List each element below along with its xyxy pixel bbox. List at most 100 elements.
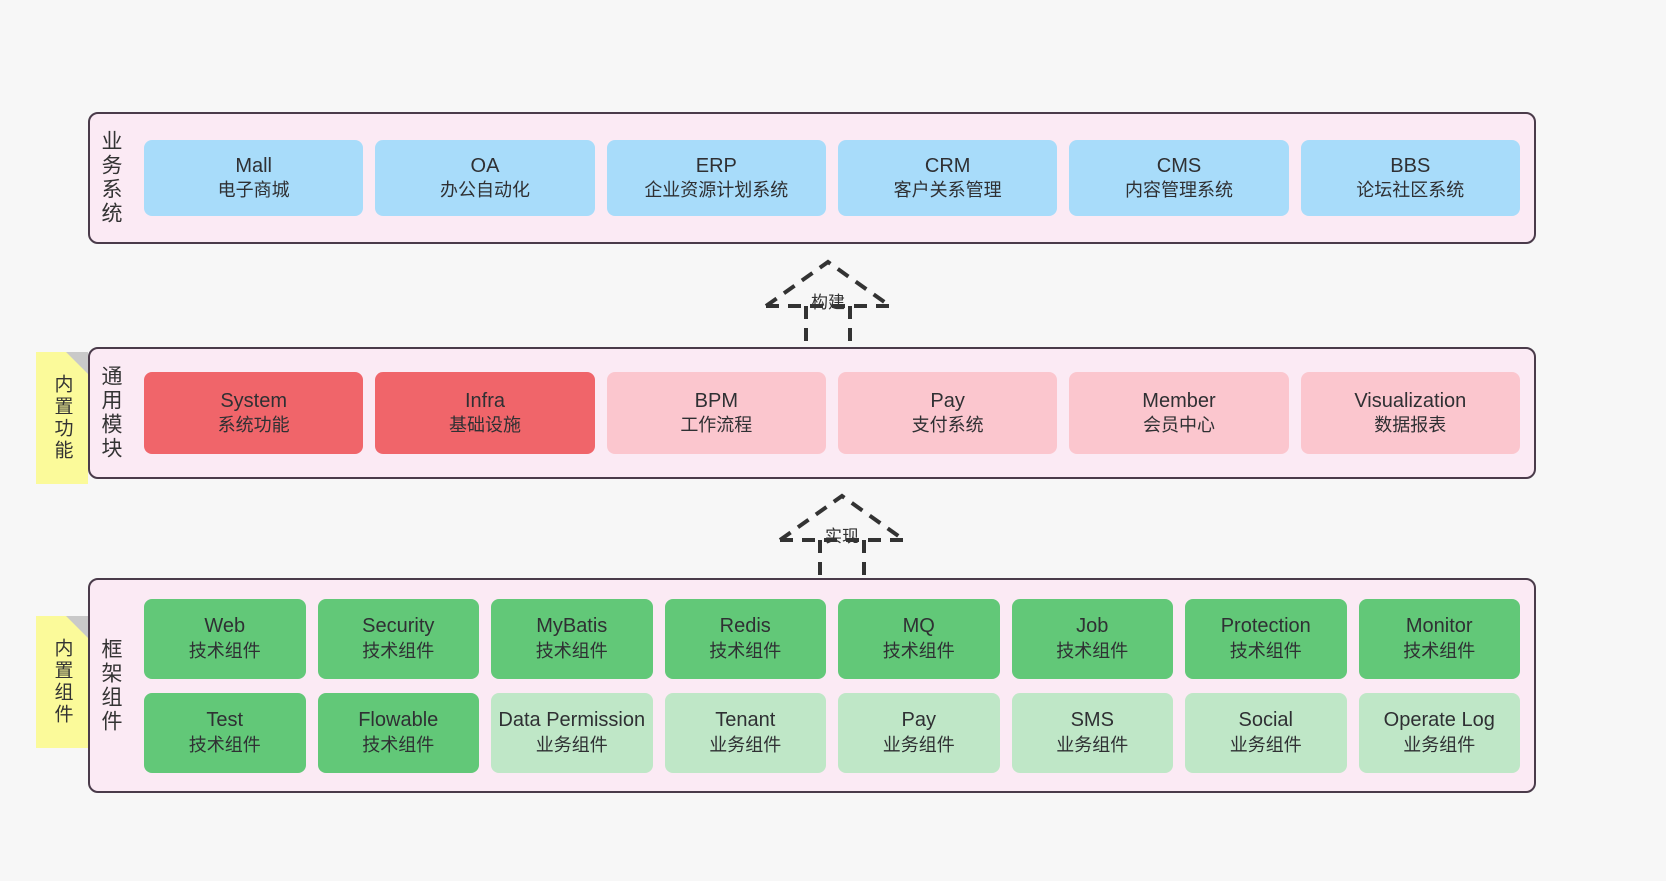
card-title: OA xyxy=(470,154,500,177)
card-subtitle: 技术组件 xyxy=(535,640,608,661)
card-title: Mall xyxy=(235,154,272,177)
card-title: Monitor xyxy=(1405,615,1473,638)
card-visualization[interactable]: Visualization 数据报表 xyxy=(1300,372,1520,454)
card-subtitle: 客户关系管理 xyxy=(893,180,1002,201)
card-member[interactable]: Member 会员中心 xyxy=(1069,372,1289,454)
card-subtitle: 技术组件 xyxy=(709,640,782,661)
connector-implement-label: 实现 xyxy=(825,527,859,546)
card-subtitle: 数据报表 xyxy=(1374,415,1447,436)
card-subtitle: 业务组件 xyxy=(709,734,782,755)
card-subtitle: 技术组件 xyxy=(362,640,435,661)
sticky-note-builtin-component-label: 内置组件 xyxy=(51,638,73,726)
card-subtitle: 技术组件 xyxy=(1229,640,1302,661)
card-title: Flowable xyxy=(358,709,439,732)
card-subtitle: 论坛社区系统 xyxy=(1356,180,1465,201)
card-title: MQ xyxy=(902,615,935,638)
card-system[interactable]: System 系统功能 xyxy=(144,372,364,454)
card-subtitle: 企业资源计划系统 xyxy=(644,180,789,201)
card-subtitle: 支付系统 xyxy=(911,415,984,436)
card-subtitle: 会员中心 xyxy=(1142,415,1215,436)
card-title: Visualization xyxy=(1354,389,1467,412)
sticky-note-builtin-function: 内置功能 xyxy=(36,352,88,484)
card-oa[interactable]: OA 办公自动化 xyxy=(375,140,595,216)
card-crm[interactable]: CRM 客户关系管理 xyxy=(837,140,1058,216)
connector-implement-shape xyxy=(778,493,906,582)
card-title: Member xyxy=(1142,389,1216,412)
card-title: BPM xyxy=(694,389,738,412)
card-subtitle: 系统功能 xyxy=(217,415,290,436)
card-title: ERP xyxy=(695,154,737,177)
card-infra[interactable]: Infra 基础设施 xyxy=(375,372,595,454)
card-subtitle: 电子商城 xyxy=(217,180,290,201)
sticky-note-builtin-function-label: 内置功能 xyxy=(51,374,73,462)
card-subtitle: 技术组件 xyxy=(882,640,955,661)
card-title: CRM xyxy=(924,154,971,177)
card-subtitle: 业务组件 xyxy=(1229,734,1302,755)
card-title: Job xyxy=(1076,615,1109,638)
card-title: MyBatis xyxy=(536,615,608,638)
card-title: Redis xyxy=(719,615,771,638)
card-title: SMS xyxy=(1070,709,1114,732)
card-bbs[interactable]: BBS 论坛社区系统 xyxy=(1300,140,1520,216)
card-title: Social xyxy=(1238,709,1293,732)
card-subtitle: 技术组件 xyxy=(188,734,261,755)
card-erp[interactable]: ERP 企业资源计划系统 xyxy=(606,140,826,216)
connector-implement: 实现 xyxy=(772,492,912,582)
card-subtitle: 基础设施 xyxy=(448,415,521,436)
connector-build-label: 构建 xyxy=(811,293,845,312)
card-subtitle: 业务组件 xyxy=(535,734,608,755)
layer-business-systems: 业务系统 Mall 电子商城 OA 办公自动化 ERP 企业资源计划系统 CRM 客户关系管理… xyxy=(88,112,1536,244)
card-title: Tenant xyxy=(715,709,776,732)
card-title: Operate Log xyxy=(1383,709,1495,732)
card-title: Infra xyxy=(464,389,505,412)
card-subtitle: 业务组件 xyxy=(1403,734,1476,755)
sticky-note-builtin-component: 内置组件 xyxy=(36,616,88,748)
card-title: CMS xyxy=(1156,154,1202,177)
card-title: Security xyxy=(362,615,435,638)
card-subtitle: 业务组件 xyxy=(882,734,955,755)
connector-build-shape xyxy=(764,259,892,348)
layer-common-modules-title: 通用模块 xyxy=(99,365,122,461)
layer-business-systems-title: 业务系统 xyxy=(99,130,122,226)
note-fold-corner-icon xyxy=(66,352,88,374)
card-title: System xyxy=(220,389,287,412)
note-fold-corner-icon xyxy=(66,616,88,638)
card-subtitle: 办公自动化 xyxy=(439,180,530,201)
card-subtitle: 技术组件 xyxy=(1403,640,1476,661)
card-subtitle: 技术组件 xyxy=(362,734,435,755)
card-mall[interactable]: Mall 电子商城 xyxy=(144,140,364,216)
card-subtitle: 工作流程 xyxy=(680,415,753,436)
card-title: Web xyxy=(204,615,246,638)
card-title: BBS xyxy=(1390,154,1431,177)
card-title: Test xyxy=(206,709,244,732)
card-title: Protection xyxy=(1220,615,1311,638)
card-subtitle: 业务组件 xyxy=(1056,734,1129,755)
card-bpm[interactable]: BPM 工作流程 xyxy=(606,372,826,454)
card-title: Data Permission xyxy=(498,709,646,732)
